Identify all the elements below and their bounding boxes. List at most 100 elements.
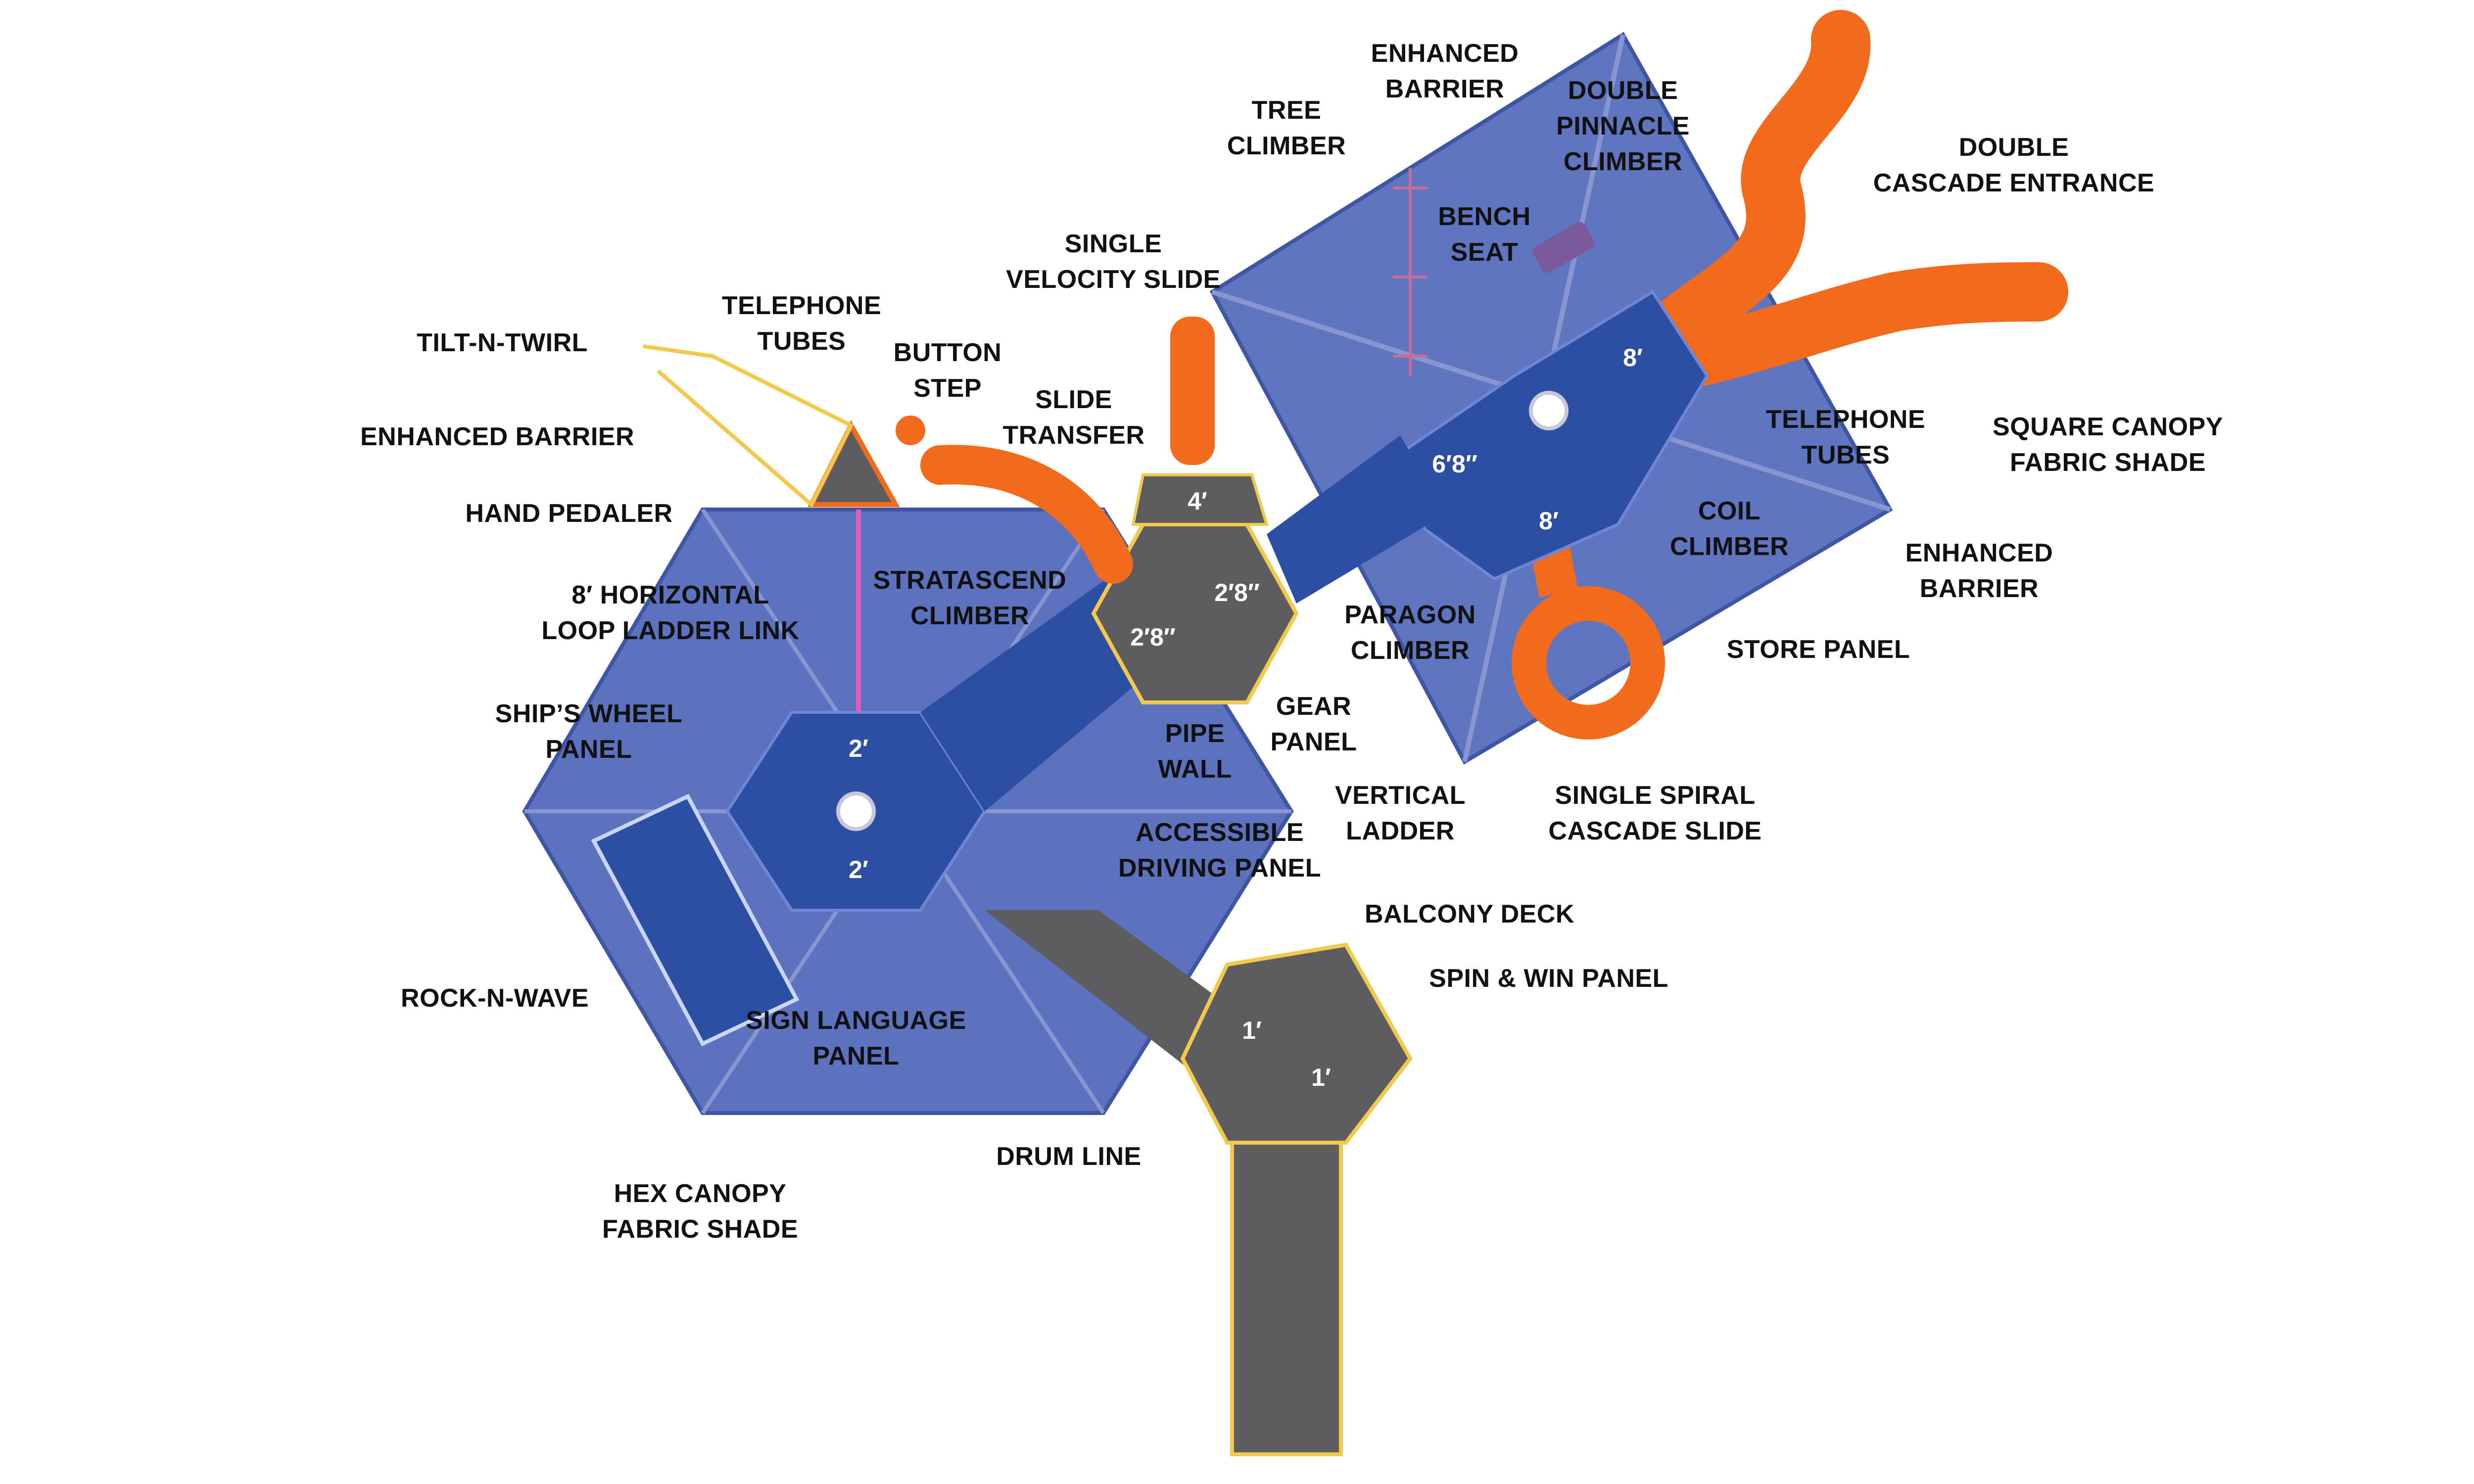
label-paragon-climber: PARAGON CLIMBER [1344, 601, 1475, 665]
label-line: TILT-N-TWIRL [417, 328, 588, 357]
label-line: PINNACLE [1556, 112, 1690, 140]
label-line: PIPE [1165, 719, 1225, 748]
label-line: STRATASCEND [873, 566, 1067, 595]
hex-top-height: 2′ [849, 735, 868, 762]
label-line: COIL [1698, 497, 1760, 525]
label-line: ENHANCED BARRIER [360, 422, 634, 451]
label-slide-transfer: SLIDE TRANSFER [1002, 385, 1144, 450]
label-tilt-n-twirl: TILT-N-TWIRL [417, 328, 588, 357]
label-line: CLIMBER [1351, 636, 1470, 665]
label-enhanced-barrier-top: ENHANCED BARRIER [1371, 39, 1519, 103]
label-line: TREE [1252, 96, 1322, 125]
label-line: CASCADE ENTRANCE [1873, 169, 2154, 197]
hex-canopy-pole [836, 791, 876, 831]
label-line: SIGN LANGUAGE [746, 1006, 966, 1035]
label-line: HAND PEDALER [465, 499, 672, 528]
label-line: CASCADE SLIDE [1548, 817, 1761, 845]
label-line: CLIMBER [1227, 132, 1346, 160]
label-accessible-driving-panel: ACCESSIBLE DRIVING PANEL [1118, 818, 1321, 882]
label-line: SQUARE CANOPY [1993, 413, 2223, 441]
square-right-height: 8′ [1539, 507, 1559, 535]
label-single-velocity-slide: SINGLE VELOCITY SLIDE [1006, 230, 1221, 294]
label-line: TRANSFER [1002, 421, 1144, 450]
label-line: PARAGON [1344, 601, 1475, 629]
telephone-tubes-platform [807, 420, 900, 507]
label-line: STORE PANEL [1727, 635, 1910, 664]
label-line: 8′ HORIZONTAL [571, 581, 769, 609]
label-horizontal-loop-ladder: 8′ HORIZONTAL LOOP LADDER LINK [541, 581, 799, 645]
label-telephone-tubes-left: TELEPHONE TUBES [722, 291, 881, 356]
label-line: TELEPHONE [722, 291, 881, 320]
label-line: DRUM LINE [996, 1142, 1141, 1171]
double-cascade-entrance-slides [1648, 10, 2068, 386]
label-line: PANEL [813, 1042, 900, 1070]
label-enhanced-barrier-left: ENHANCED BARRIER [360, 422, 634, 451]
label-store-panel: STORE PANEL [1727, 635, 1910, 664]
label-line: FABRIC SHADE [602, 1215, 798, 1244]
label-enhanced-barrier-right: ENHANCED BARRIER [1905, 539, 2053, 603]
lower-deck [1180, 942, 1413, 1145]
label-hand-pedaler: HAND PEDALER [465, 499, 672, 528]
label-single-spiral-cascade-slide: SINGLE SPIRAL CASCADE SLIDE [1548, 781, 1761, 845]
lower-left-height: 1′ [1242, 1017, 1262, 1044]
label-line: CLIMBER [910, 602, 1029, 630]
label-line: VERTICAL [1335, 781, 1466, 810]
label-line: ACCESSIBLE [1136, 818, 1304, 847]
label-balcony-deck: BALCONY DECK [1365, 900, 1574, 928]
label-line: DOUBLE [1959, 133, 2069, 162]
label-sign-language-panel: SIGN LANGUAGE PANEL [746, 1006, 966, 1070]
slide-transfer [920, 445, 1133, 584]
tree-climber [1393, 168, 1427, 376]
lower-walkway [1230, 1141, 1343, 1456]
lower-right-height: 1′ [1311, 1064, 1331, 1091]
label-pipe-wall: PIPE WALL [1158, 719, 1232, 784]
label-spin-win-panel: SPIN & WIN PANEL [1429, 964, 1668, 993]
label-line: BARRIER [1385, 75, 1504, 103]
label-rock-n-wave: ROCK-N-WAVE [401, 984, 589, 1013]
label-line: BARRIER [1920, 574, 2039, 603]
label-tree-climber: TREE CLIMBER [1227, 96, 1346, 160]
label-line: LADDER [1346, 817, 1455, 845]
label-double-cascade-entrance: DOUBLE CASCADE ENTRANCE [1873, 133, 2154, 197]
square-top-height: 8′ [1623, 344, 1643, 371]
label-line: SLIDE [1035, 385, 1112, 414]
component-labels: TILT-N-TWIRL TELEPHONE TUBES BUTTON STEP E… [360, 39, 2223, 1244]
label-vertical-ladder: VERTICAL LADDER [1335, 781, 1466, 845]
label-line: STEP [913, 374, 982, 403]
label-line: TUBES [758, 327, 846, 356]
label-line: LOOP LADDER LINK [541, 616, 799, 645]
label-line: TUBES [1802, 441, 1890, 469]
label-line: FABRIC SHADE [2010, 448, 2206, 477]
label-drum-line: DRUM LINE [996, 1142, 1141, 1171]
label-line: VELOCITY SLIDE [1006, 265, 1221, 294]
label-line: BUTTON [894, 338, 1002, 367]
lower-ramp [985, 910, 1247, 1083]
single-velocity-slide [1170, 317, 1215, 465]
center-right-height: 2′8″ [1214, 579, 1260, 606]
square-deck [1388, 289, 1709, 581]
square-canopy-pole [1529, 391, 1569, 430]
label-line: ENHANCED [1905, 539, 2053, 567]
label-line: SEAT [1451, 238, 1519, 267]
label-button-step: BUTTON STEP [894, 338, 1002, 403]
label-line: SHIP’S WHEEL [495, 699, 683, 728]
label-line: SINGLE SPIRAL [1555, 781, 1755, 810]
center-top-deck [1131, 473, 1269, 526]
label-stratascend-climber: STRATASCEND CLIMBER [873, 566, 1067, 630]
label-line: CLIMBER [1564, 147, 1682, 176]
label-square-canopy: SQUARE CANOPY FABRIC SHADE [1993, 413, 2223, 477]
rock-n-wave [591, 793, 800, 1047]
label-line: DRIVING PANEL [1118, 854, 1321, 882]
label-line: SINGLE [1065, 230, 1162, 258]
label-line: ENHANCED [1371, 39, 1519, 68]
label-line: WALL [1158, 755, 1232, 784]
label-line: HEX CANOPY [614, 1179, 787, 1208]
center-to-square-bridge [1267, 435, 1445, 603]
